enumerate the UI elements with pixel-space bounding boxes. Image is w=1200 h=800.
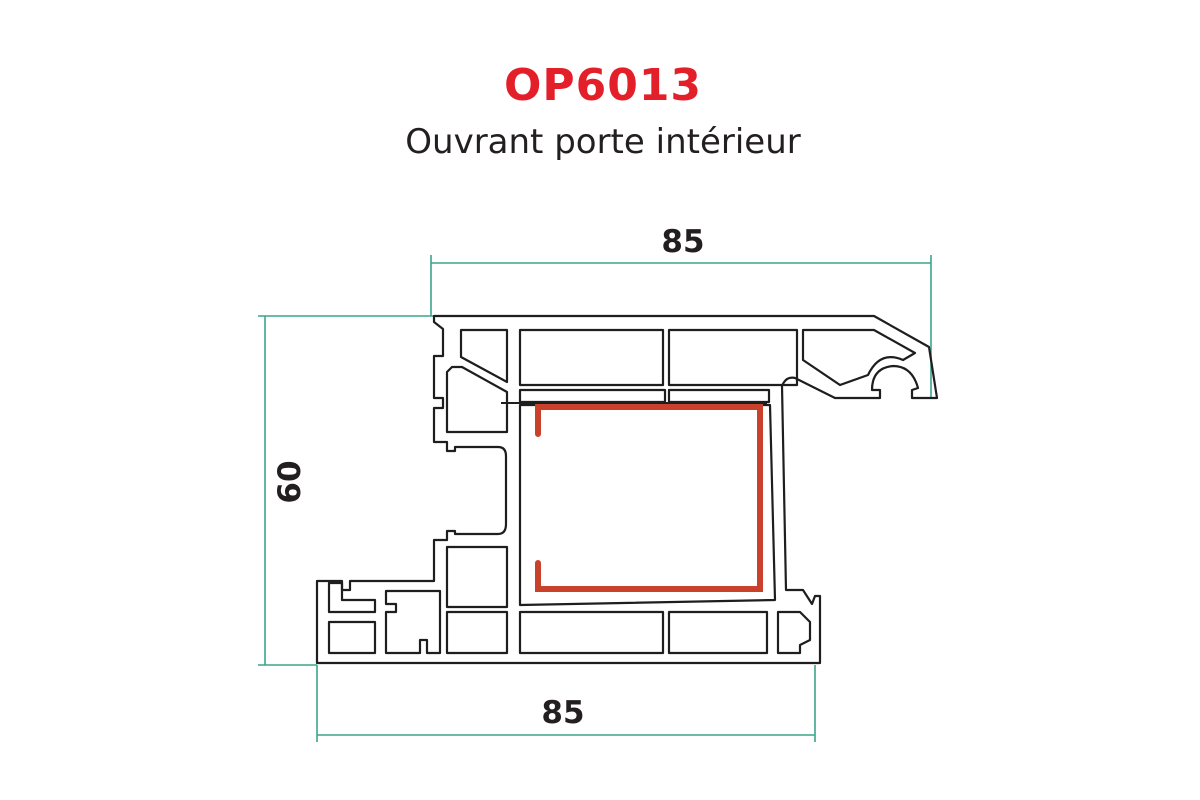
- chamber: [776, 610, 812, 655]
- chamber: [667, 610, 769, 655]
- chamber: [518, 610, 665, 655]
- chamber: [445, 545, 509, 609]
- chamber: [445, 610, 509, 655]
- bottom-width-dimension: 85: [316, 665, 816, 742]
- chamber: [327, 620, 377, 655]
- top-width-dimension: 85: [430, 224, 932, 398]
- chamber: [327, 581, 377, 614]
- pvc-profile: [315, 314, 939, 665]
- top-width-label: 85: [661, 224, 704, 260]
- chamber: [518, 328, 665, 387]
- chamber: [459, 328, 509, 384]
- bottom-width-label: 85: [541, 695, 584, 731]
- chamber: [518, 388, 667, 404]
- chamber: [384, 589, 442, 655]
- chamber: [667, 328, 799, 387]
- steel-reinforcement: [535, 404, 763, 592]
- profile-outer-contour: [315, 314, 939, 665]
- chamber: [801, 328, 917, 387]
- product-code-title: OP6013: [503, 60, 703, 111]
- main-chamber: [518, 403, 777, 607]
- product-description: Ouvrant porte intérieur: [405, 122, 801, 162]
- height-dimension: 60: [258, 315, 434, 666]
- height-label: 60: [272, 460, 308, 503]
- chamber: [445, 365, 509, 434]
- chamber: [667, 388, 771, 404]
